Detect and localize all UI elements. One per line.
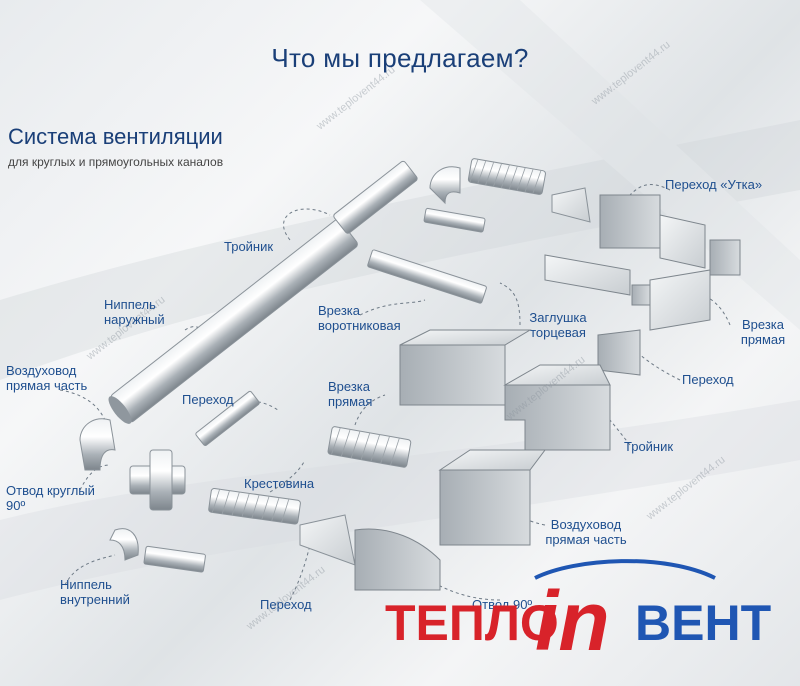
label-vozduhovod-rect: Воздуховод прямая часть bbox=[545, 517, 627, 547]
page-title: Что мы предлагаем? bbox=[271, 43, 529, 73]
logo-text-right: ВЕНТ bbox=[635, 595, 771, 651]
round-duct-system bbox=[79, 158, 591, 573]
label-otvod-rect: Отвод 90º bbox=[472, 597, 533, 612]
label-nippel-vnutrenny: Ниппель внутренний bbox=[60, 577, 130, 607]
logo-text-left: ТЕПЛО bbox=[385, 595, 559, 651]
label-perehod-round-2: Переход bbox=[260, 597, 312, 612]
label-vozduhovod-round: Воздуховод прямая часть bbox=[6, 363, 88, 393]
teploinvent-logo: ТЕПЛО in ВЕНТ bbox=[385, 559, 771, 668]
rect-duct-system bbox=[354, 194, 741, 591]
label-perehod-utka: Переход «Утка» bbox=[665, 177, 763, 192]
logo-text-middle: in bbox=[535, 574, 610, 668]
label-zaglushka-tortsevaya: Заглушка торцевая bbox=[529, 310, 587, 340]
label-perehod-round-1: Переход bbox=[182, 392, 234, 407]
label-perehod-rect: Переход bbox=[682, 372, 734, 387]
watermark-text: www.teplovent44.ru bbox=[314, 64, 398, 133]
label-vrezka-pryamaya-rect: Врезка прямая bbox=[740, 317, 786, 347]
label-nippel-naruzhny: Ниппель наружный bbox=[104, 297, 165, 327]
system-subtitle: для круглых и прямоугольных каналов bbox=[8, 155, 224, 169]
label-troynik-rect: Тройник bbox=[624, 439, 674, 454]
logo-swoosh bbox=[534, 559, 716, 580]
label-krestovina: Крестовина bbox=[244, 476, 315, 491]
label-otvod-krugly: Отвод круглый 90º bbox=[6, 483, 95, 513]
label-vrezka-vorotnikovaya: Врезка воротниковая bbox=[318, 303, 401, 333]
label-vrezka-pryamaya-round: Врезка прямая bbox=[328, 379, 373, 409]
system-title: Система вентиляции bbox=[8, 124, 223, 149]
label-troynik-round: Тройник bbox=[224, 239, 274, 254]
